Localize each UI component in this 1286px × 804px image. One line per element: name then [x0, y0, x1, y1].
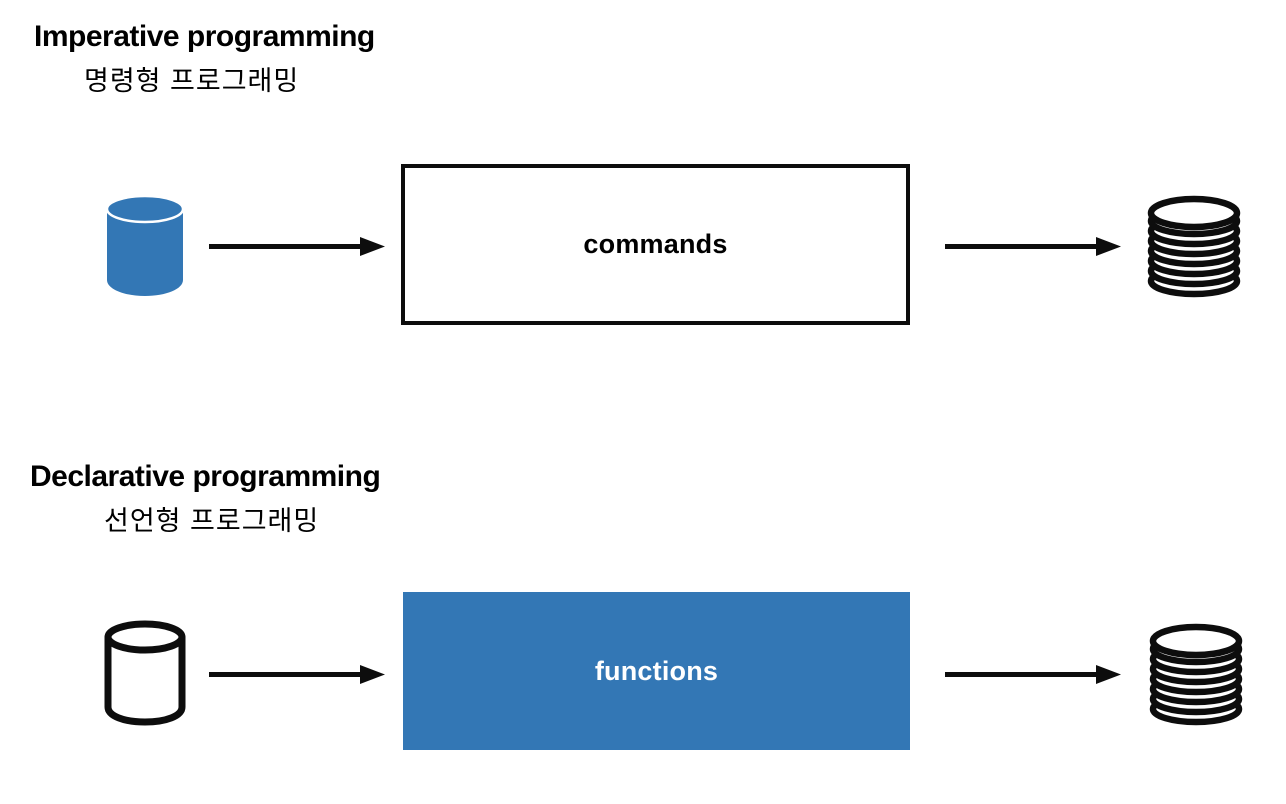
imperative-title: Imperative programming: [34, 20, 375, 53]
disk-stack-icon: [1148, 620, 1244, 726]
functions-process-box: functions: [403, 592, 910, 750]
arrow-right-icon: [208, 234, 386, 259]
arrow-right-icon: [944, 234, 1122, 259]
declarative-subtitle-korean: 선언형 프로그래밍: [104, 506, 320, 536]
database-cylinder-filled-icon: [104, 193, 186, 299]
database-cylinder-outline-icon: [104, 620, 186, 726]
arrow-right-icon: [944, 662, 1122, 687]
disk-stack-icon: [1146, 192, 1242, 298]
declarative-title: Declarative programming: [30, 460, 381, 493]
commands-process-box: commands: [401, 164, 910, 325]
arrow-right-icon: [208, 662, 386, 687]
functions-label: functions: [594, 655, 719, 686]
imperative-subtitle-korean: 명령형 프로그래밍: [84, 66, 300, 96]
commands-label: commands: [583, 229, 728, 259]
